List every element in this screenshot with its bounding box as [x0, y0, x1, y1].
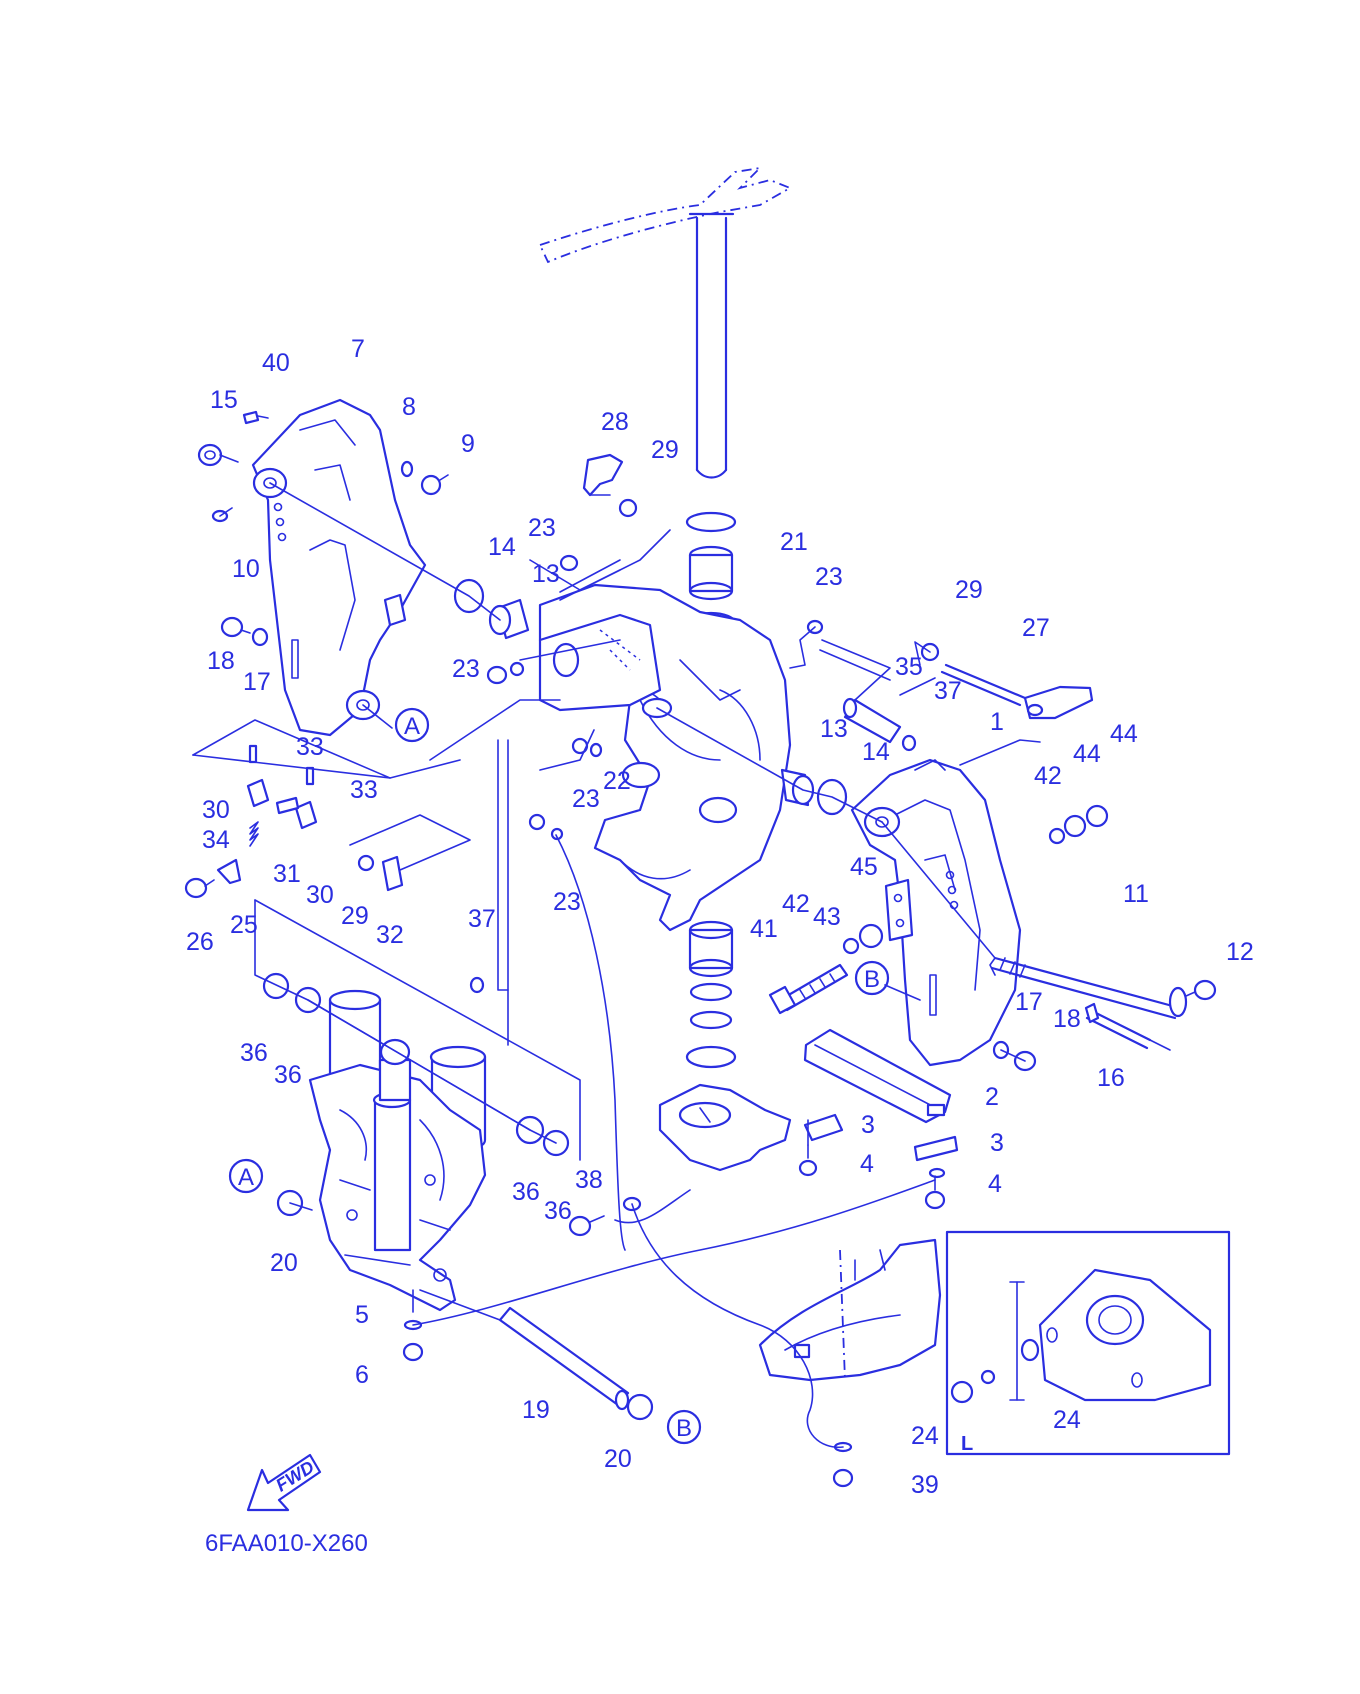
tie-16 [1084, 1002, 1152, 1050]
lower-shaft-bushings [685, 920, 737, 1069]
callout-c43: 43 [813, 903, 841, 931]
plate-3 [803, 1113, 959, 1162]
inset-label: L [961, 1433, 973, 1455]
inset-detail-box [945, 1230, 1231, 1456]
callout-c15: 15 [210, 386, 238, 414]
callout-c42a: 42 [1034, 762, 1062, 790]
callout-c16: 16 [1097, 1064, 1125, 1092]
callout-c24a: 24 [911, 1422, 939, 1450]
callout-c11: 11 [1123, 880, 1149, 908]
callout-c31: 31 [273, 860, 301, 888]
steering-shaft [688, 212, 735, 479]
callout-c44a: 44 [1073, 740, 1101, 768]
callout-c39: 39 [911, 1471, 939, 1499]
callout-c2: 2 [985, 1083, 999, 1111]
callout-c22: 22 [603, 767, 631, 795]
power-trim-tilt-unit [308, 989, 487, 1312]
fwd-arrow: FWD [246, 1453, 322, 1512]
tilt-rod-27 [940, 663, 1094, 720]
callout-c23a: 23 [528, 514, 556, 542]
callout-c24b: 24 [1053, 1406, 1081, 1434]
callout-c1: 1 [990, 708, 1004, 736]
callout-c29c: 29 [341, 902, 369, 930]
lower-mount-bracket [658, 1083, 792, 1172]
callout-c23c: 23 [452, 655, 480, 683]
callout-c18a: 18 [207, 647, 235, 675]
callout-c7: 7 [351, 335, 365, 363]
callout-c8: 8 [402, 393, 416, 421]
right-clamp-bracket [850, 758, 1022, 1067]
callout-c40: 40 [262, 349, 290, 377]
tiller-handle [538, 166, 793, 264]
callout-c29b: 29 [955, 576, 983, 604]
bolt-11 [989, 956, 1188, 1020]
leader-lines [192, 482, 1171, 1448]
callout-c3b: 3 [990, 1129, 1004, 1157]
callout-c26: 26 [186, 928, 214, 956]
callout-c45: 45 [850, 853, 878, 881]
callout-c4b: 4 [988, 1170, 1002, 1198]
callout-c38: 38 [575, 1166, 603, 1194]
callout-c34: 34 [202, 826, 230, 854]
callout-c23b: 23 [815, 563, 843, 591]
callout-c23e: 23 [553, 888, 581, 916]
callout-c36b: 36 [274, 1061, 302, 1089]
callout-c3a: 3 [861, 1111, 875, 1139]
callout-c23d: 23 [572, 785, 600, 813]
callout-c12: 12 [1226, 938, 1254, 966]
ref-circles: A B A B [228, 707, 890, 1445]
callout-c29a: 29 [651, 436, 679, 464]
callout-c13b: 13 [820, 715, 848, 743]
drawing-code: 6FAA010-X260 [205, 1530, 368, 1557]
callout-c4a: 4 [860, 1150, 874, 1178]
callout-c14b: 14 [862, 738, 890, 766]
ref-b-2: B [676, 1415, 692, 1442]
callout-c13a: 13 [532, 560, 560, 588]
callout-c36a: 36 [240, 1039, 268, 1067]
ref-a-1: A [404, 713, 420, 740]
callout-c17b: 17 [1015, 988, 1043, 1016]
left-clamp-bracket [251, 398, 427, 737]
callout-c19: 19 [522, 1396, 550, 1424]
callout-c28: 28 [601, 408, 629, 436]
callout-c41: 41 [750, 915, 778, 943]
callout-c17a: 17 [243, 668, 271, 696]
tilt-pin-35 [842, 697, 902, 744]
callout-c9: 9 [461, 430, 475, 458]
callout-c42b: 42 [782, 890, 810, 918]
plate-45 [884, 878, 914, 942]
callout-c33b: 33 [350, 776, 378, 804]
callout-c27: 27 [1022, 614, 1050, 642]
lower-bracket [758, 1238, 942, 1382]
callout-c21: 21 [780, 528, 808, 556]
callout-c44b: 44 [1110, 720, 1138, 748]
ref-a-2: A [238, 1164, 254, 1191]
callout-c30b: 30 [306, 881, 334, 909]
callout-c37b: 37 [468, 905, 496, 933]
callout-c20a: 20 [270, 1249, 298, 1277]
callout-c36c: 36 [512, 1178, 540, 1206]
bolt-41 [768, 963, 849, 1015]
callout-c36d: 36 [544, 1197, 572, 1225]
callout-c10: 10 [232, 555, 260, 583]
callout-c32: 32 [376, 921, 404, 949]
pipe-19 [498, 1306, 630, 1411]
callout-c20b: 20 [604, 1445, 632, 1473]
ref-b-1: B [864, 966, 880, 993]
callout-c18b: 18 [1053, 1005, 1081, 1033]
callout-c30a: 30 [202, 796, 230, 824]
callout-c14a: 14 [488, 533, 516, 561]
callout-c35: 35 [895, 653, 923, 681]
callout-c25: 25 [230, 911, 258, 939]
callout-c5: 5 [355, 1301, 369, 1329]
callout-c33a: 33 [296, 733, 324, 761]
thrust-rod-2 [803, 1028, 952, 1124]
callout-c37a: 37 [934, 677, 962, 705]
callout-c6: 6 [355, 1361, 369, 1389]
